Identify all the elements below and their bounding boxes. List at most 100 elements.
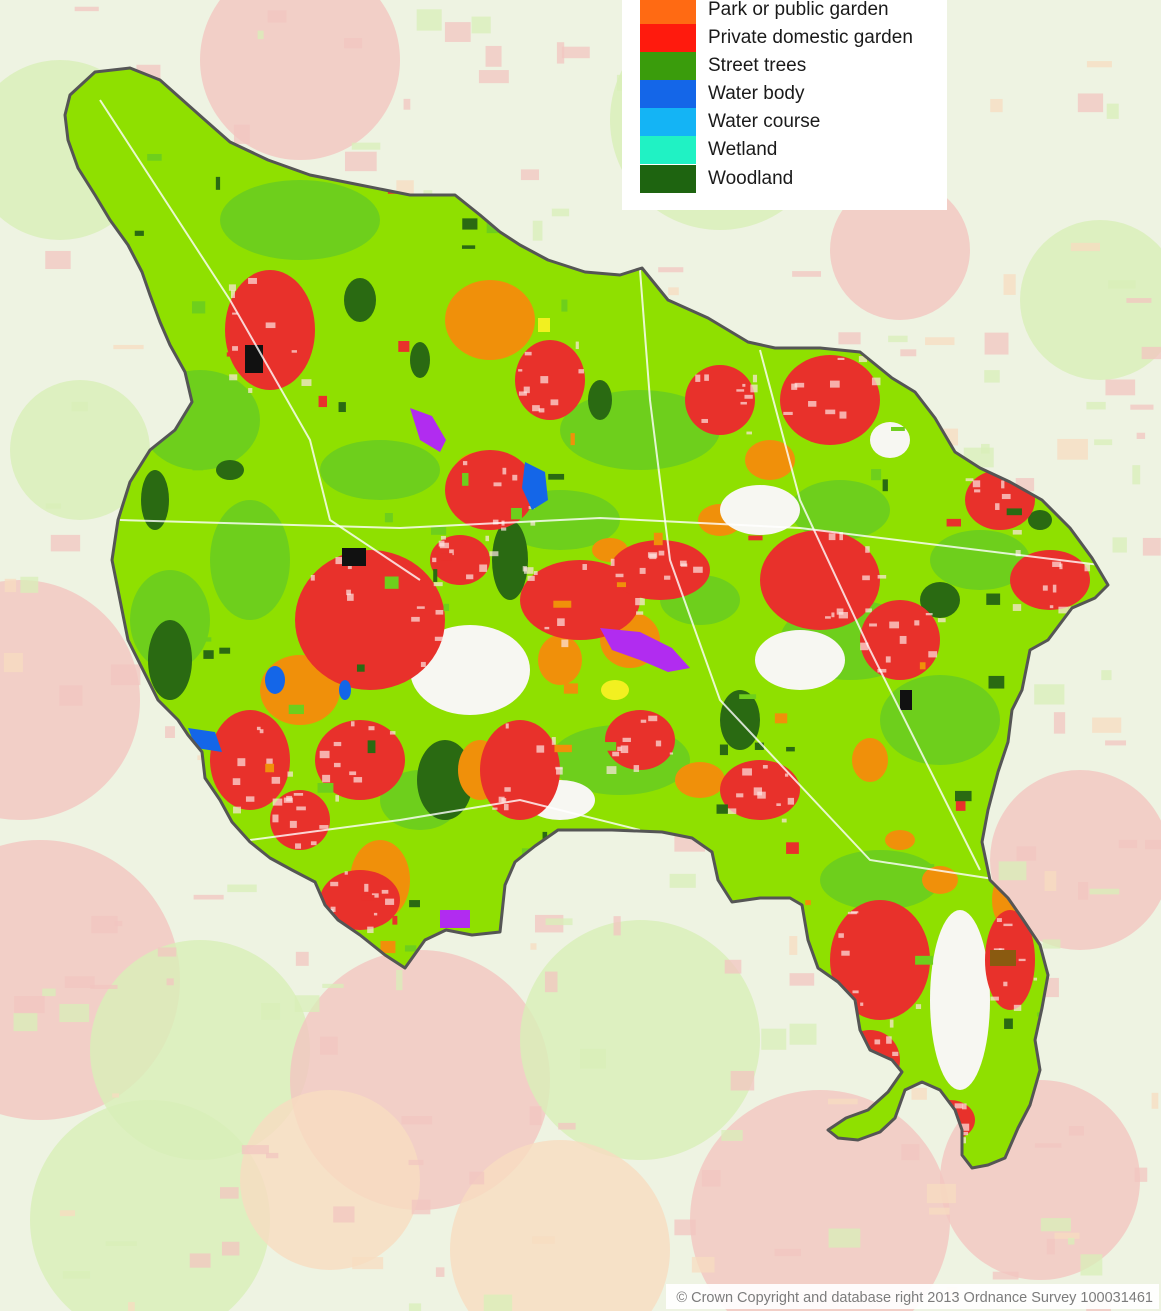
- residential-area: [830, 900, 930, 1020]
- street-gap: [1012, 604, 1022, 611]
- road: [759, 349, 981, 871]
- outside-land-parcel: [532, 220, 543, 241]
- street-gap: [492, 519, 499, 525]
- street-gap: [561, 639, 569, 648]
- street-gap: [265, 322, 276, 329]
- road: [119, 516, 1101, 566]
- street-gap: [937, 618, 946, 623]
- yellow-feature: [538, 318, 550, 332]
- outside-land-parcel: [344, 38, 363, 49]
- legend-swatch-park: [640, 0, 696, 24]
- street-gap: [232, 346, 238, 351]
- legend-label-street-trees: Street trees: [708, 55, 807, 76]
- residential-area: [610, 540, 710, 600]
- land-parcel: [1004, 1018, 1013, 1029]
- street-gap: [860, 1002, 864, 1006]
- outside-land-parcel: [580, 1048, 607, 1069]
- yellow-feature: [601, 680, 629, 700]
- street-gap: [892, 1051, 899, 1057]
- outside-land-parcel: [114, 920, 123, 927]
- outside-land-parcel: [721, 1130, 743, 1141]
- street-gap: [536, 745, 545, 753]
- outside-land-parcel: [257, 30, 264, 40]
- street-gap: [865, 608, 872, 613]
- outside-land-parcel: [45, 250, 71, 270]
- residential-area: [520, 560, 640, 640]
- outside-land-parcel: [1042, 939, 1061, 949]
- street-gap: [972, 480, 981, 488]
- street-gap: [368, 726, 375, 731]
- street-gap: [839, 532, 843, 541]
- street-gap: [886, 1036, 892, 1044]
- legend-item-private-garden: Private domestic garden: [640, 24, 913, 52]
- street-gap: [831, 612, 835, 618]
- outside-land-parcel: [545, 918, 573, 926]
- outside-land-parcel: [128, 1302, 135, 1311]
- land-parcel: [891, 426, 905, 431]
- outside-land-parcel: [556, 42, 565, 64]
- street-gap: [865, 546, 870, 553]
- outside-land-parcel: [1105, 740, 1127, 746]
- outside-land-parcel: [333, 1206, 355, 1223]
- purple-feature: [600, 628, 690, 672]
- street-gap: [416, 606, 425, 609]
- outside-land-parcel: [14, 995, 45, 1014]
- street-gap: [742, 383, 746, 387]
- outside-land-parcel: [1077, 93, 1104, 113]
- land-parcel: [754, 742, 764, 750]
- street-gap: [349, 771, 357, 776]
- land-parcel: [955, 790, 972, 802]
- land-parcel: [430, 526, 447, 535]
- legend-label-woodland: Woodland: [708, 168, 794, 189]
- street-gap: [283, 797, 293, 803]
- outside-land-parcel: [408, 1303, 422, 1311]
- street-gap: [1052, 561, 1062, 567]
- outside-land-parcel: [261, 1003, 281, 1020]
- street-gap: [669, 752, 674, 755]
- legend-label-water-course: Water course: [708, 111, 821, 132]
- woodland-area: [410, 342, 430, 378]
- field-area: [820, 850, 940, 910]
- land-parcel: [739, 694, 757, 699]
- street-gap: [808, 401, 817, 407]
- land-parcel: [392, 915, 398, 925]
- purple-feature: [410, 408, 446, 452]
- outside-land-parcel: [613, 916, 621, 936]
- legend-item-water-body: Water body: [640, 80, 804, 108]
- outside-land-parcel: [20, 576, 39, 593]
- street-gap: [915, 1004, 922, 1009]
- street-gap: [1003, 923, 1013, 927]
- park-area: [538, 635, 582, 685]
- street-gap: [704, 374, 709, 381]
- outside-land-parcel: [1118, 839, 1138, 849]
- outside-land-parcel: [789, 1023, 817, 1045]
- outside-land-parcel: [403, 98, 411, 110]
- outside-land-parcel: [4, 578, 17, 593]
- outside-land-parcel: [1151, 1092, 1159, 1109]
- outside-land-parcel: [91, 915, 118, 934]
- street-gap: [869, 623, 877, 627]
- outside-land-parcel: [701, 1169, 721, 1187]
- street-gap: [1052, 584, 1057, 593]
- outside-land-parcel: [998, 861, 1027, 881]
- street-gap: [364, 883, 369, 892]
- outside-land-parcel: [227, 884, 257, 893]
- outside-land-parcel: [1070, 242, 1101, 252]
- outside-land-parcel: [926, 1183, 956, 1204]
- land-parcel: [554, 744, 572, 753]
- street-gap: [838, 612, 848, 619]
- street-gap: [540, 376, 549, 384]
- outside-land-parcel: [1078, 882, 1089, 900]
- street-gap: [889, 1019, 894, 1028]
- outside-land-parcel: [408, 1159, 424, 1166]
- land-parcel: [786, 746, 795, 752]
- outside-land-parcel: [551, 208, 570, 217]
- street-gap: [385, 898, 395, 905]
- street-gap: [367, 926, 374, 934]
- street-gap: [787, 797, 795, 805]
- outside-land-parcel: [1067, 1237, 1075, 1245]
- street-gap: [776, 803, 781, 806]
- residential-area: [320, 870, 400, 930]
- street-gap: [438, 540, 445, 547]
- land-parcel: [988, 675, 1005, 689]
